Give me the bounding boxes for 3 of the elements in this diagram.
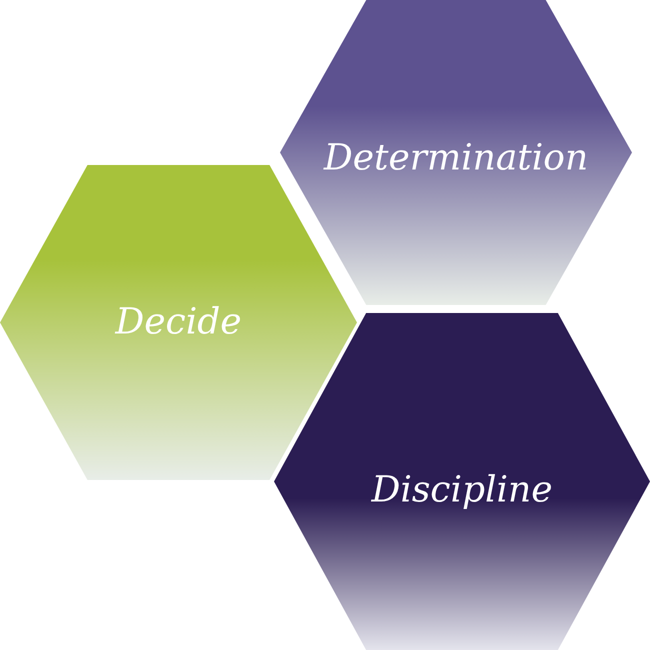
hexagon-label: Discipline [371,470,553,510]
hexagon-label: Decide [115,302,242,342]
hexagon-label: Determination [324,138,588,178]
